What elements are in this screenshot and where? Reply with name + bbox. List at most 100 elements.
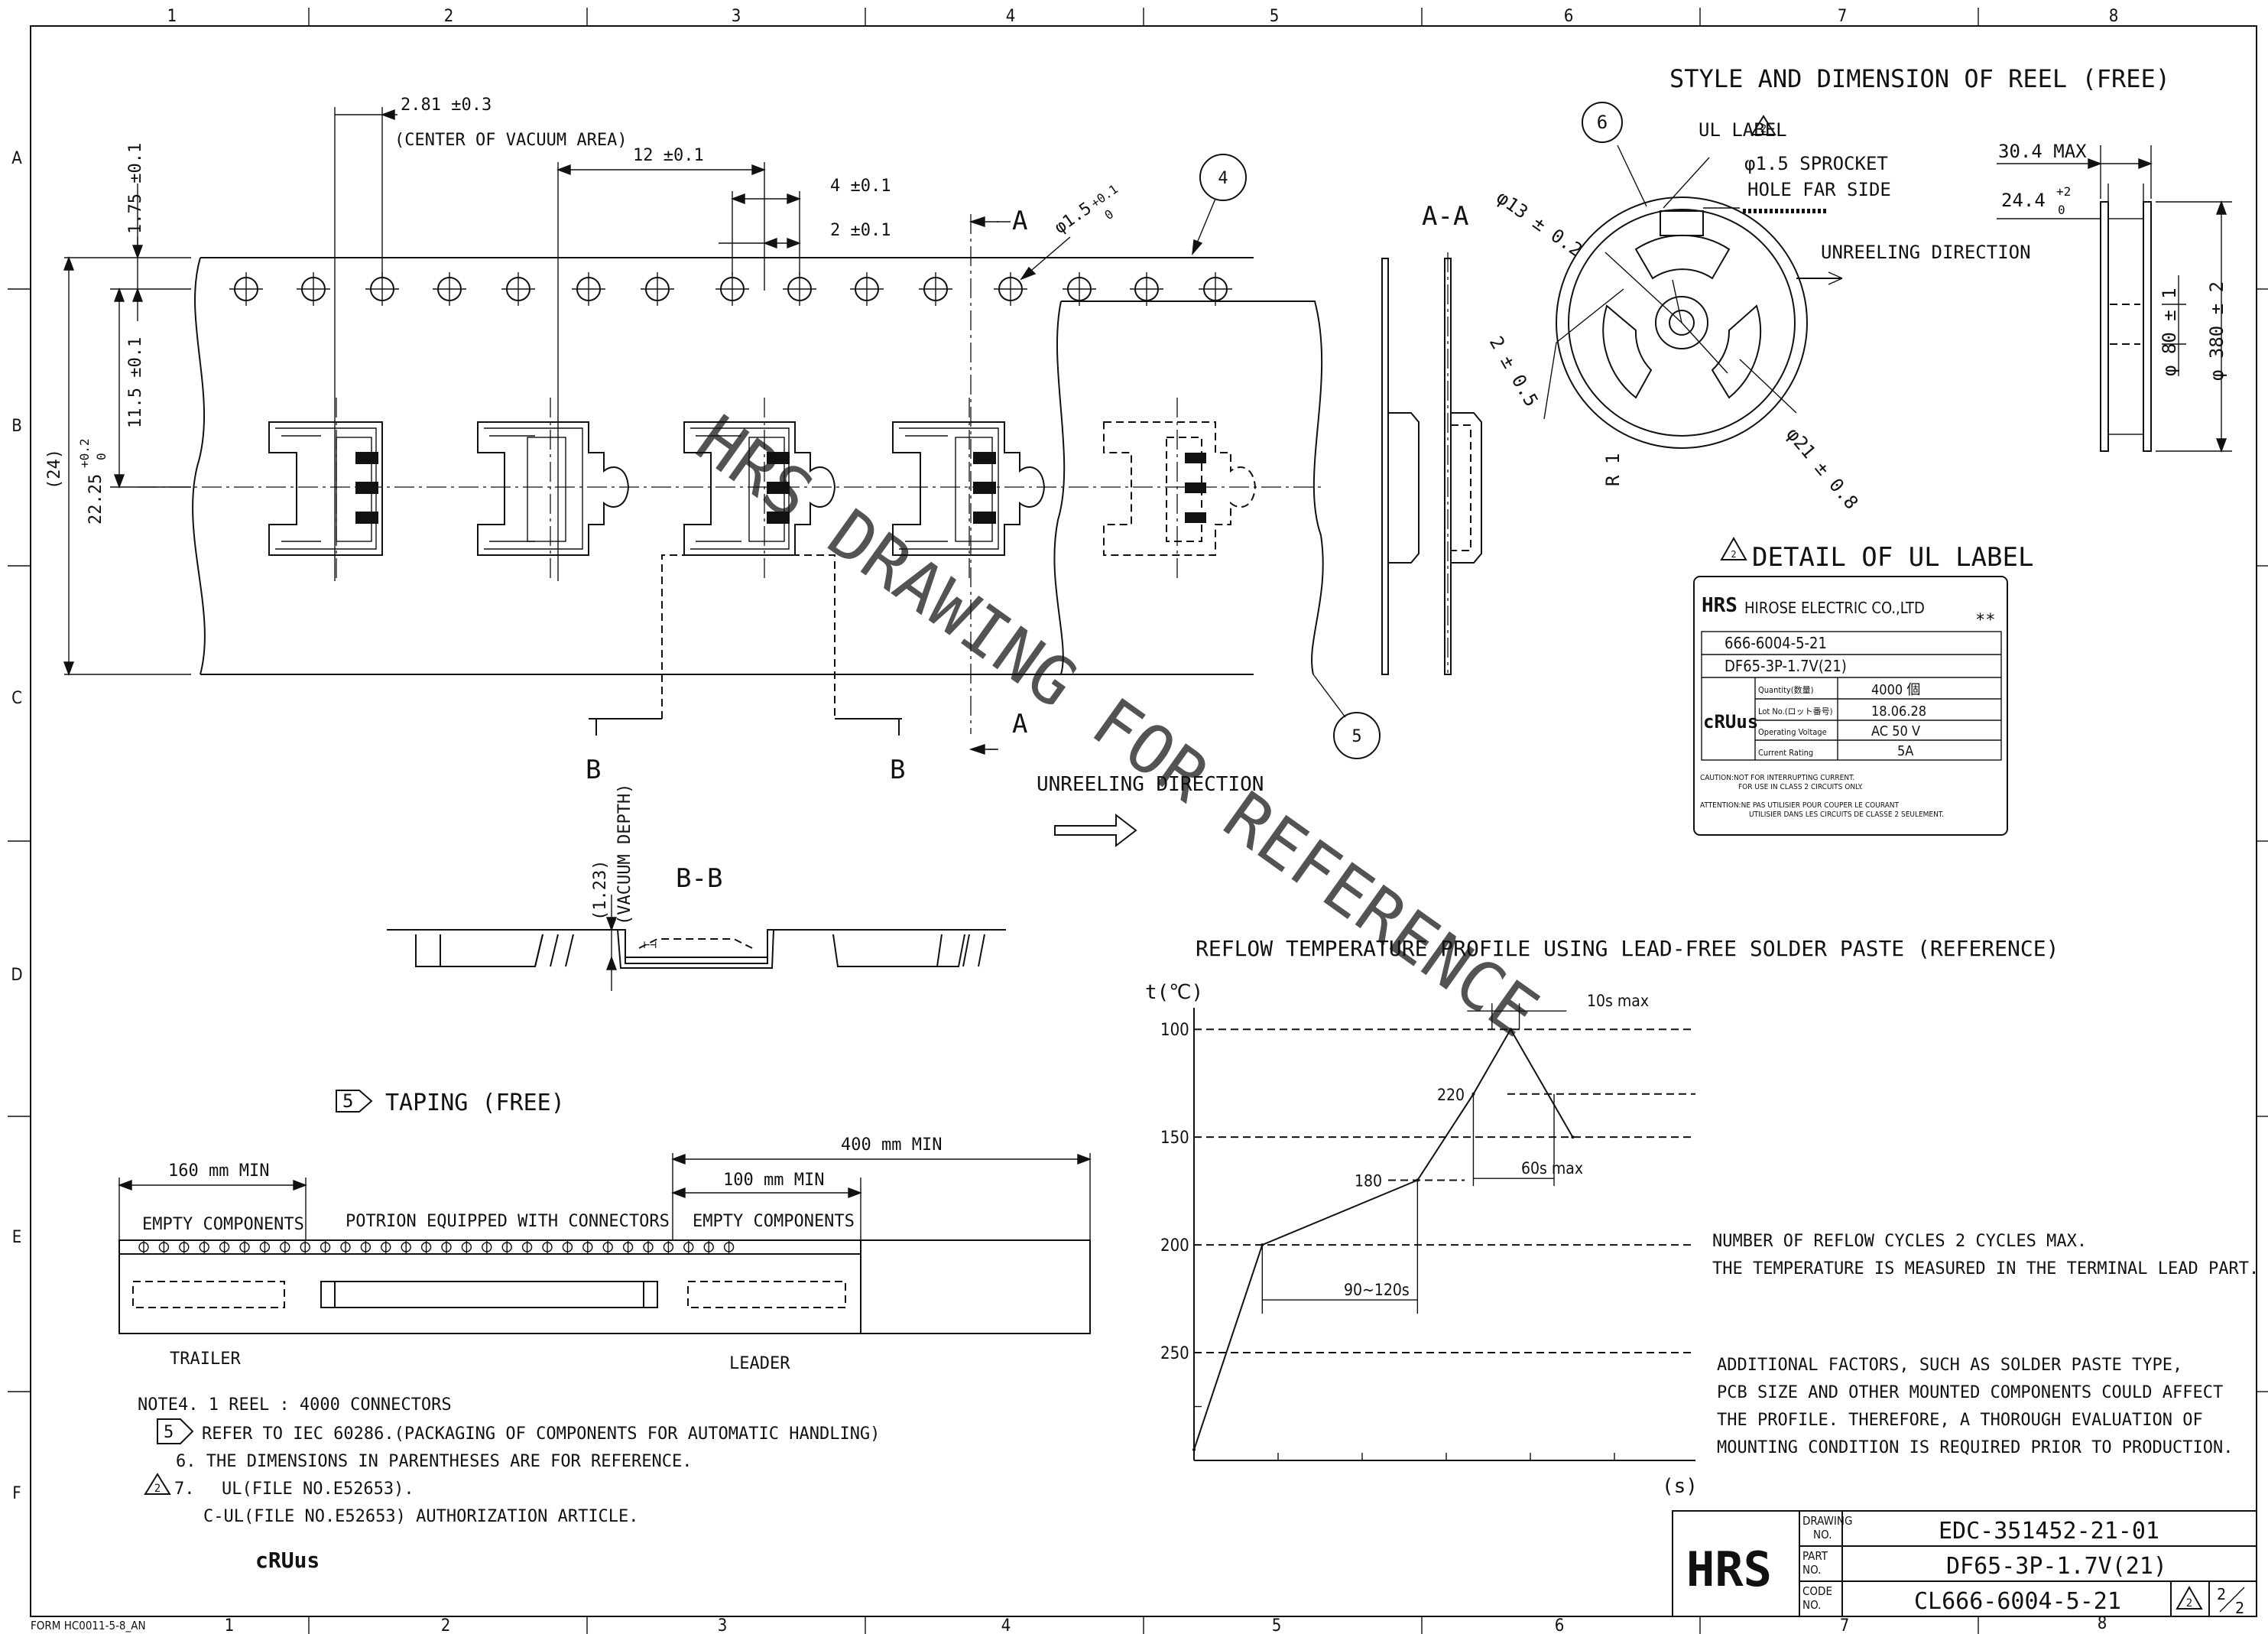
- reel-title: STYLE AND DIMENSION OF REEL (FREE): [1669, 64, 2170, 93]
- empty-components-left: EMPTY COMPONENTS: [142, 1215, 304, 1234]
- y-tick-label: 150: [1160, 1129, 1189, 1148]
- section-b-left: B: [586, 755, 601, 785]
- reel-dim-2: 2 ± 0.5: [1485, 333, 1543, 411]
- svg-text:⊢⊣: ⊢⊣: [644, 939, 657, 951]
- dim-24: (24): [45, 449, 64, 489]
- balloon-5: 5: [1351, 727, 1361, 746]
- note-7-triangle: 2: [154, 1483, 161, 1495]
- reel-dim-30-4: 30.4 MAX: [1998, 141, 2087, 162]
- reflow-add3: THE PROFILE. THEREFORE, A THOROUGH EVALU…: [1717, 1411, 2203, 1430]
- dim-400: 400 mm MIN: [841, 1135, 942, 1155]
- tb-part-label2: NO.: [1802, 1563, 1821, 1577]
- ul-label-callout: UL LABEL: [1699, 119, 1787, 141]
- ul-company: HIROSE ELECTRIC CO.,LTD: [1744, 599, 1925, 617]
- reflow-note1: NUMBER OF REFLOW CYCLES 2 CYCLES MAX.: [1712, 1232, 2087, 1251]
- row-label: D: [11, 966, 22, 985]
- leader-label: LEADER: [729, 1354, 790, 1373]
- reel-dim-24-4-tol0: 0: [2058, 203, 2065, 217]
- reflow-title: REFLOW TEMPERATURE PROFILE USING LEAD-FR…: [1196, 936, 2059, 961]
- hole-tol: +0.1: [1088, 182, 1120, 211]
- note-6: 6. THE DIMENSIONS IN PARENTHESES ARE FOR…: [176, 1452, 693, 1471]
- col-label: 7: [1838, 7, 1848, 26]
- col-label: 5: [1270, 7, 1280, 26]
- ul-line2: DF65-3P-1.7V(21): [1725, 657, 1847, 675]
- dim-160: 160 mm MIN: [168, 1161, 269, 1181]
- reflow-add1: ADDITIONAL FACTORS, SUCH AS SOLDER PASTE…: [1717, 1356, 2182, 1375]
- tb-sheet-den: 2: [2235, 1599, 2244, 1617]
- ul-row-value: 4000 個: [1871, 682, 1920, 698]
- row-label: E: [12, 1228, 22, 1247]
- col-label-bottom: 3: [718, 1616, 728, 1634]
- col-label-bottom: 7: [1840, 1616, 1850, 1634]
- reflow-point: [1192, 1447, 1196, 1451]
- reflow-profile-line: [1193, 1028, 1574, 1450]
- note-5-balloon: 5: [164, 1423, 174, 1442]
- label-90-120s: 90~120s: [1344, 1281, 1410, 1299]
- note-4: NOTE4. 1 REEL : 4000 CONNECTORS: [138, 1395, 452, 1415]
- section-a-bottom: A: [1012, 709, 1027, 739]
- col-label: 3: [732, 7, 741, 26]
- reel-dim-21: φ21 ± 0.8: [1782, 424, 1862, 514]
- tb-sheet-num: 2: [2217, 1585, 2226, 1603]
- ul-row-value: 18.06.28: [1871, 703, 1926, 720]
- carrier-tape-view: 2.81 ±0.3 (CENTER OF VACUUM AREA) 12 ±0.…: [45, 96, 1381, 848]
- hrs-small-logo: HRS: [1702, 594, 1738, 617]
- ul-row-label: Current Rating: [1758, 748, 1813, 758]
- dim-100: 100 mm MIN: [723, 1171, 824, 1190]
- reflow-add4: MOUNTING CONDITION IS REQUIRED PRIOR TO …: [1717, 1438, 2234, 1457]
- ul-caution2: FOR USE IN CLASS 2 CIRCUITS ONLY.: [1738, 783, 1863, 791]
- balloon-4: 4: [1218, 169, 1228, 188]
- col-label: 2: [444, 7, 454, 26]
- reel-dim-24-4: 24.4: [2001, 190, 2046, 211]
- dim-1-75: 1.75 ±0.1: [126, 143, 145, 234]
- hrs-logo: HRS: [1686, 1541, 1772, 1597]
- reel-view: STYLE AND DIMENSION OF REEL (FREE): [1485, 64, 2232, 513]
- ul-row-label: Quantity(数量): [1758, 685, 1814, 695]
- row-label: C: [11, 689, 22, 708]
- section-a-top: A: [1012, 206, 1027, 236]
- reel-dim-80: φ 80 ± 1: [2159, 287, 2180, 376]
- reel-dim-380: φ 380 ± 2: [2206, 281, 2227, 381]
- hole-tol0: 0: [1102, 206, 1116, 223]
- trailer-label: TRAILER: [170, 1350, 241, 1369]
- vacuum-depth-label: (VACUUM DEPTH): [615, 784, 634, 925]
- label-10s: 10s max: [1587, 992, 1649, 1010]
- bb-title: B-B: [676, 863, 722, 894]
- frame: 1 2 3 4 5 6 7 8 A B C D E F 1 2 3 4 5 6 …: [8, 7, 2268, 1634]
- ul-row-value: 5A: [1897, 743, 1913, 759]
- taping-title: TAPING (FREE): [385, 1090, 565, 1116]
- col-label-bottom: 4: [1001, 1616, 1011, 1634]
- note-5: REFER TO IEC 60286.(PACKAGING OF COMPONE…: [202, 1424, 880, 1444]
- col-label: 8: [2109, 7, 2119, 26]
- tb-part-label: PART: [1802, 1549, 1828, 1563]
- label-60s: 60s max: [1521, 1159, 1583, 1178]
- hole-dia: φ1.5: [1051, 199, 1095, 238]
- reel-balloon-6: 6: [1597, 112, 1608, 133]
- tb-rev: 2: [2186, 1597, 2192, 1610]
- col-label-bottom: 2: [441, 1616, 451, 1634]
- ul-attention2: UTILISIER DANS LES CIRCUITS DE CLASSE 2 …: [1749, 811, 1944, 819]
- notes: NOTE4. 1 REEL : 4000 CONNECTORS 5 REFER …: [138, 1395, 880, 1573]
- col-label-bottom: 6: [1555, 1616, 1565, 1634]
- reel-dim-24-4-tol: +2: [2056, 184, 2071, 199]
- col-label-bottom: 1: [225, 1616, 235, 1634]
- label-180: 180: [1355, 1172, 1382, 1191]
- note-7a: UL(FILE NO.E52653).: [222, 1480, 414, 1499]
- y-tick-label: 100: [1160, 1021, 1189, 1040]
- ul-row-label: Operating Voltage: [1758, 727, 1827, 737]
- label-220: 220: [1437, 1086, 1465, 1104]
- ul-caution1: CAUTION:NOT FOR INTERRUPTING CURRENT.: [1700, 774, 1854, 782]
- reel-unreeling-label: UNREELING DIRECTION: [1821, 242, 2031, 263]
- reflow-point: [1509, 1028, 1513, 1031]
- ul-attention1: ATTENTION:NE PAS UTILISIER POUR COUPER L…: [1700, 801, 1899, 810]
- dim-2-81: 2.81 ±0.3: [401, 96, 492, 115]
- row-label: F: [12, 1484, 21, 1503]
- reflow-point: [1571, 1135, 1575, 1139]
- tb-drawing-label2: NO.: [1813, 1528, 1832, 1541]
- ul-stars: **: [1975, 611, 1996, 630]
- tb-drawing-label: DRAWING: [1802, 1514, 1852, 1528]
- sprocket-label: φ1.5 SPROCKET: [1744, 153, 1888, 174]
- tb-drawing-no: EDC-351452-21-01: [1939, 1518, 2159, 1545]
